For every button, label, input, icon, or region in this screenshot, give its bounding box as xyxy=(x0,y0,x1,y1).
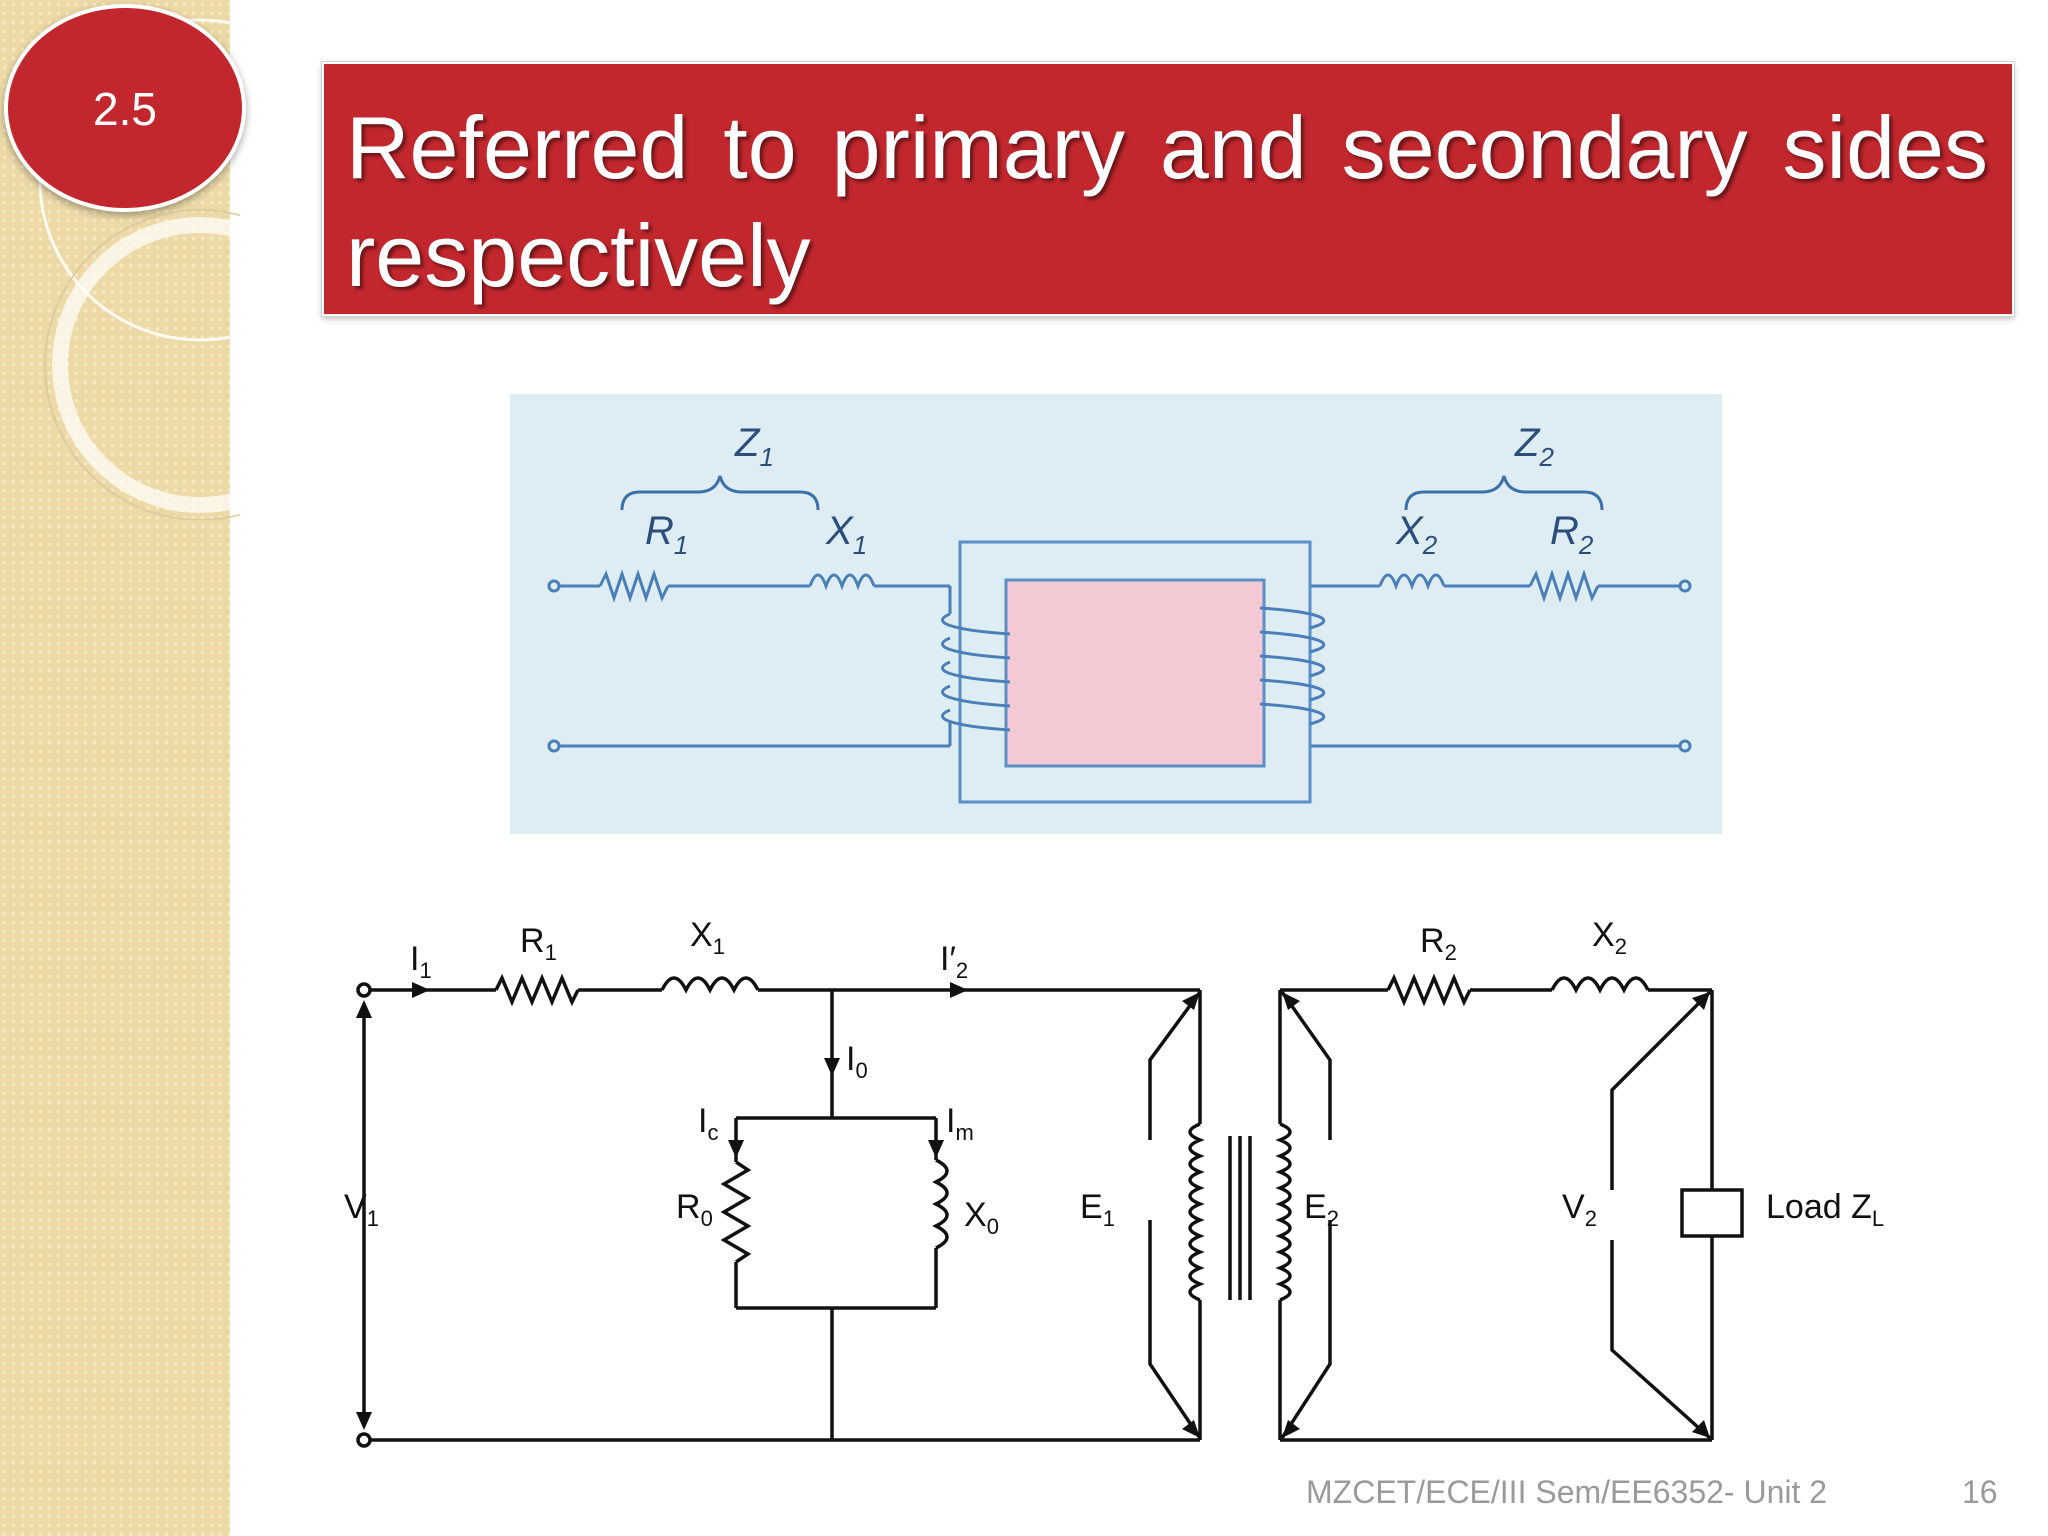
z2-brace xyxy=(1404,475,1604,511)
primary-winding xyxy=(941,612,1011,732)
r0-resistor xyxy=(720,1160,752,1264)
x1-inductor xyxy=(660,976,760,994)
v1-label: V1 xyxy=(344,1188,379,1231)
z1-label: Z1 xyxy=(734,421,774,472)
x2-inductor xyxy=(1378,573,1446,591)
ic-label: Ic xyxy=(698,1102,718,1145)
x2-label: X2 xyxy=(1395,509,1438,560)
secondary-winding xyxy=(1275,1122,1292,1302)
primary-winding xyxy=(1188,1122,1205,1302)
r2-label: R2 xyxy=(1550,509,1594,560)
z1-brace xyxy=(620,475,820,511)
r1-resistor xyxy=(598,569,670,603)
i2-prime-label: I′2 xyxy=(940,940,968,983)
secondary-winding xyxy=(1259,606,1326,726)
x0-label: X0 xyxy=(964,1196,999,1239)
r1-resistor xyxy=(494,973,580,1007)
e1-label: E1 xyxy=(1080,1188,1115,1231)
load-impedance-box xyxy=(1680,1188,1744,1238)
x1-label: X1 xyxy=(690,916,725,959)
i1-label: I1 xyxy=(410,940,432,983)
transformer-core-window xyxy=(1004,578,1266,768)
r2-resistor xyxy=(1528,569,1600,603)
r2-label: R2 xyxy=(1420,922,1457,965)
page-number: 16 xyxy=(1962,1474,1998,1510)
z2-label: Z2 xyxy=(1514,421,1554,472)
load-zl-label: Load ZL xyxy=(1766,1188,1884,1231)
footer-course-info: MZCET/ECE/III Sem/EE6352- Unit 2 xyxy=(1306,1474,1828,1510)
r1-label: R1 xyxy=(645,509,688,560)
e2-label: E2 xyxy=(1304,1188,1339,1231)
v2-label: V2 xyxy=(1562,1188,1597,1231)
title-banner: Referred to primary and secondary sides … xyxy=(321,61,2015,317)
r2-resistor xyxy=(1386,973,1472,1007)
r1-label: R1 xyxy=(520,922,557,965)
x2-inductor xyxy=(1550,976,1650,994)
x1-inductor xyxy=(808,573,876,591)
slide-number-badge: 2.5 xyxy=(4,4,246,212)
equivalent-circuit-diagram: I1 R1 X1 I′2 I0 Ic Im R0 X0 V1 E1 E2 R2 … xyxy=(344,916,1884,1448)
im-label: Im xyxy=(946,1102,974,1145)
x2-label: X2 xyxy=(1592,916,1627,959)
r0-label: R0 xyxy=(676,1188,713,1231)
transformer-top-diagram: Z1 Z2 R1 X1 X2 R2 xyxy=(510,394,1722,834)
i0-label: I0 xyxy=(846,1040,868,1083)
transformer-core-outer xyxy=(958,540,1312,804)
x0-inductor xyxy=(932,1158,949,1250)
x1-label: X1 xyxy=(825,509,867,560)
slide-number: 2.5 xyxy=(93,83,157,135)
slide-title: Referred to primary and secondary sides … xyxy=(346,98,1988,305)
